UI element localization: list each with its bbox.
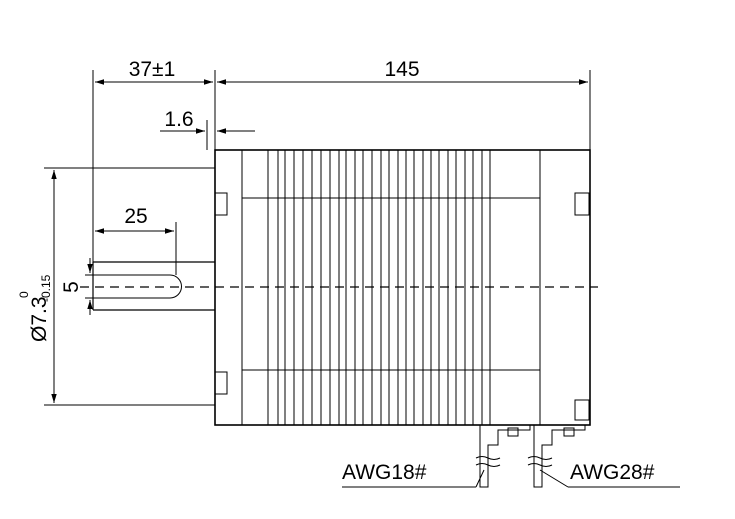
cooling-fins [241, 150, 541, 425]
dim-flat-width-label: 5 [60, 281, 83, 293]
dim-shaft-diameter: Ø7.3 0 -0.15 [17, 167, 215, 406]
flange-notch-bottom [214, 371, 228, 395]
dim-flange-thickness: 1.6 [160, 108, 255, 150]
shaft-flat [98, 274, 182, 299]
dim-flange-offset: 37±1 [92, 58, 216, 262]
dim-shaft-flat: 25 [95, 205, 177, 275]
end-cap-notch-bottom [574, 399, 590, 421]
wire-leaders [342, 469, 680, 488]
dim-shaft-flat-label: 25 [124, 205, 147, 228]
signal-wire-label: AWG28# [570, 461, 655, 484]
flange-notch-top [214, 192, 228, 216]
dim-body-length-label: 145 [384, 58, 419, 81]
dim-body-length: 145 [217, 58, 591, 150]
dim-flat-width: 5 [60, 258, 98, 315]
power-wire-label: AWG18# [342, 461, 427, 484]
dim-flange-offset-label: 37±1 [129, 58, 176, 81]
dim-flange-thickness-label: 1.6 [164, 108, 193, 131]
wire-connectors [475, 425, 586, 488]
dim-shaft-tol-upper: 0 [17, 291, 31, 298]
end-cap-notch-top [574, 192, 590, 216]
dim-shaft-tol-lower: -0.15 [39, 274, 53, 302]
dim-shaft-diameter-label: Ø7.3 [28, 296, 51, 342]
shaft [92, 261, 215, 311]
